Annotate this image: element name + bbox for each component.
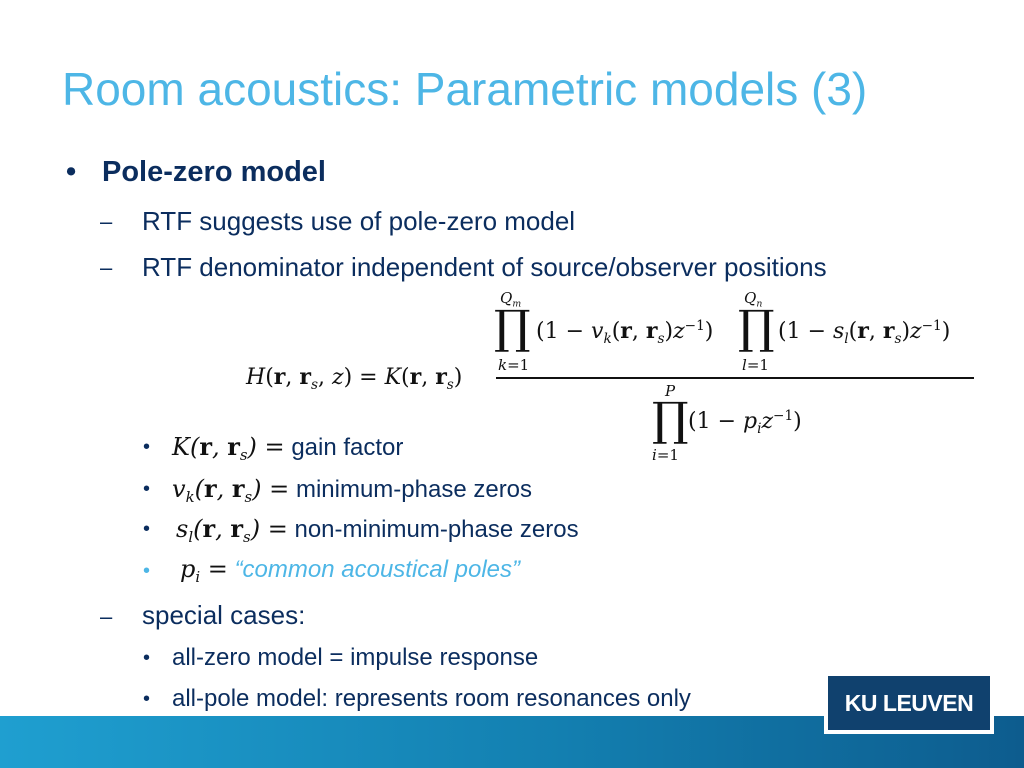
- slide-title: Room acoustics: Parametric models (3): [62, 63, 868, 115]
- special-cases-label: special cases:: [142, 600, 306, 630]
- definition-min-phase: vk(r, rs) = minimum-phase zeros: [172, 474, 533, 507]
- definition-poles: pi = “common acoustical poles”: [180, 555, 521, 587]
- prod2-lower-limit: l=1: [742, 356, 769, 374]
- definition-non-min-phase: sl(r, rs) = non-minimum-phase zeros: [176, 514, 579, 547]
- product-symbol: ∏: [652, 392, 689, 446]
- definition-gain-text: gain factor: [291, 434, 404, 461]
- denom-upper-limit: P: [665, 382, 676, 400]
- bullet-marker: •: [66, 156, 77, 188]
- denom-lower-limit: i=1: [652, 446, 679, 464]
- section-heading: Pole-zero model: [102, 156, 326, 188]
- item-rtf-denominator: RTF denominator independent of source/ob…: [142, 252, 827, 282]
- fraction-bar: [496, 377, 974, 379]
- product-symbol: ∏: [738, 300, 775, 354]
- logo-text: KU LEUVEN: [828, 676, 990, 730]
- bullet-marker: •: [143, 688, 151, 710]
- prod1-factor: (1 − vk(r, rs)z−1): [536, 318, 714, 347]
- bullet-marker: •: [143, 436, 151, 458]
- bullet-marker: •: [143, 518, 151, 540]
- definition-min-phase-text: minimum-phase zeros: [295, 476, 533, 503]
- bullet-marker: •: [143, 478, 151, 500]
- special-case-all-zero: all-zero model = impulse response: [172, 644, 539, 671]
- bullet-marker: •: [143, 560, 151, 582]
- equation-lhs: H(r, rs, z) = K(r, rs): [246, 364, 463, 393]
- prod2-factor: (1 − sl(r, rs)z−1): [778, 318, 951, 347]
- dash-marker: –: [100, 255, 113, 280]
- definition-poles-text: “common acoustical poles”: [234, 556, 521, 583]
- special-case-all-pole: all-pole model: represents room resonanc…: [172, 685, 691, 712]
- ku-leuven-logo: KU LEUVEN: [824, 672, 994, 734]
- bullet-marker: •: [143, 647, 151, 669]
- dash-marker: –: [100, 209, 113, 234]
- definition-non-min-phase-text: non-minimum-phase zeros: [294, 516, 579, 543]
- prod1-lower-limit: k=1: [498, 356, 530, 374]
- prod1-upper-limit: Qm: [500, 289, 522, 310]
- definition-gain: K(r, rs) = gain factor: [172, 432, 404, 465]
- item-rtf-suggests: RTF suggests use of pole-zero model: [142, 206, 576, 236]
- product-symbol: ∏: [494, 300, 531, 354]
- denom-factor: (1 − piz−1): [688, 408, 802, 437]
- dash-marker: –: [100, 604, 113, 629]
- prod2-upper-limit: Qn: [744, 289, 763, 310]
